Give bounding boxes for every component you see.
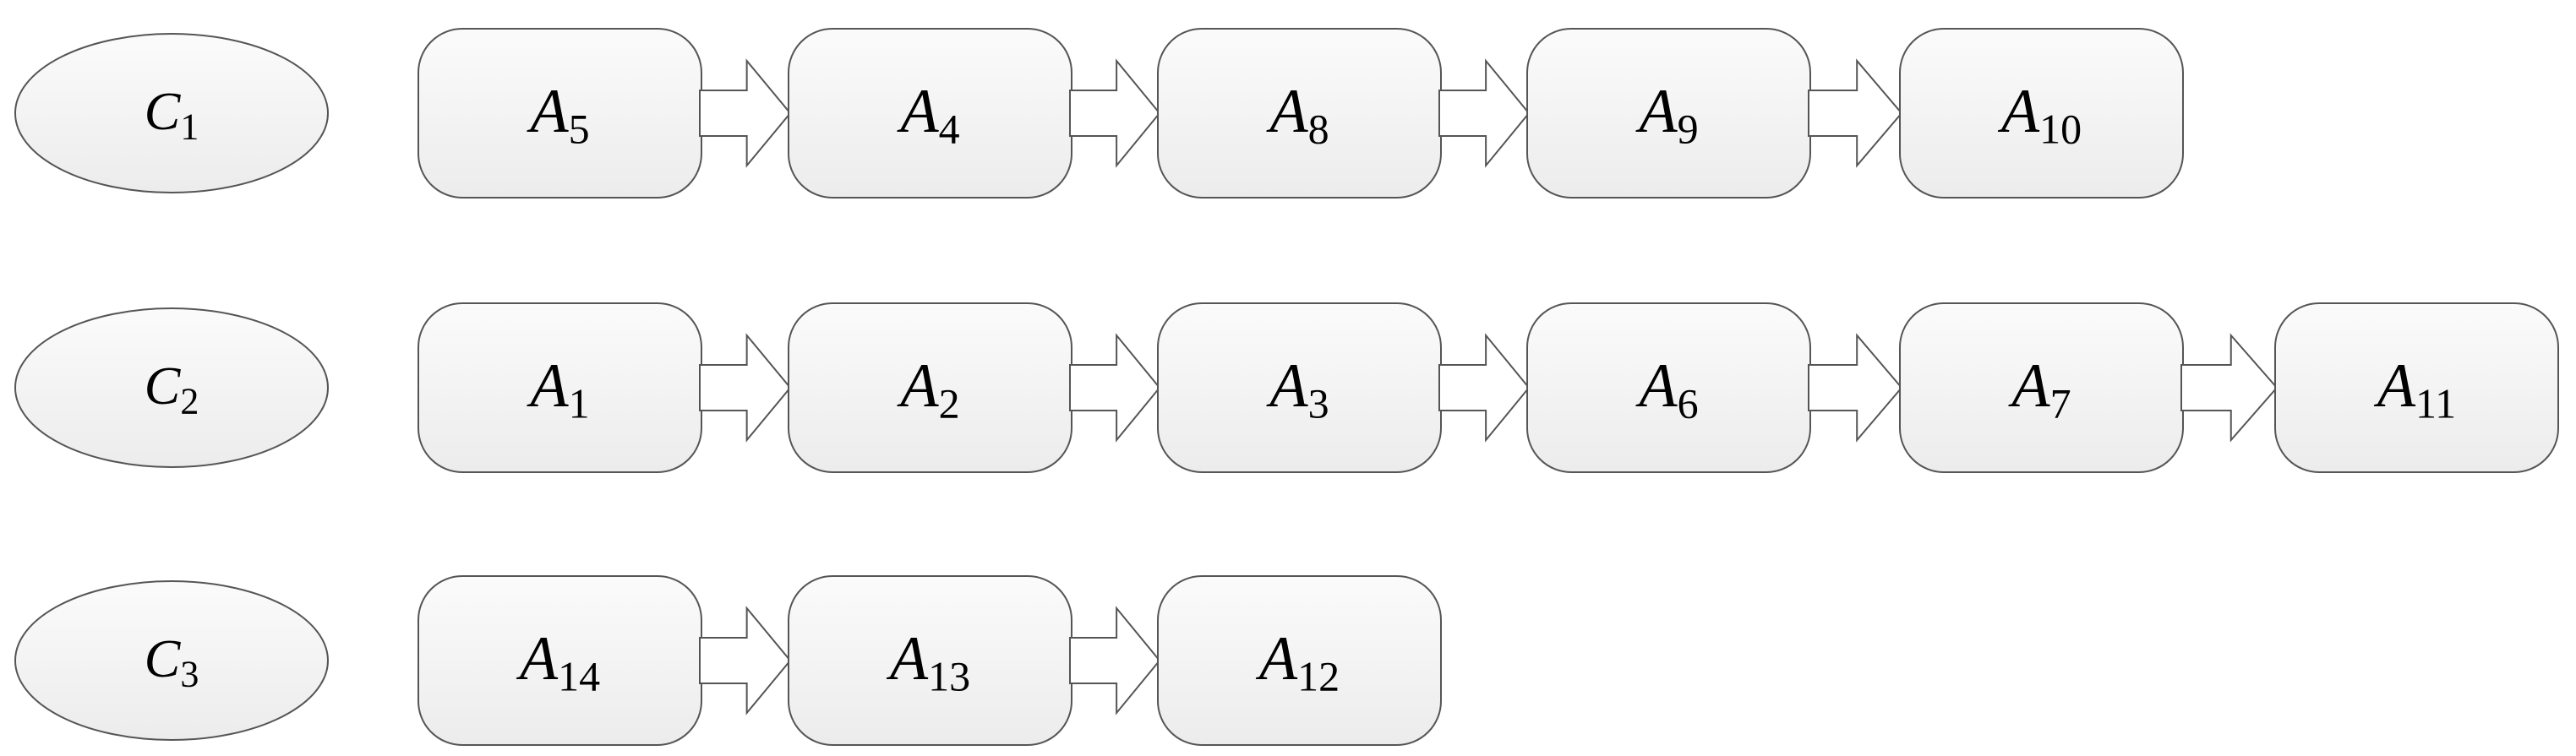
flow-arrow (1438, 333, 1531, 443)
step-label: A3 (1265, 351, 1329, 427)
step-label: A13 (886, 624, 970, 699)
step-label-letter: A (1265, 351, 1308, 421)
flow-arrow (699, 606, 792, 715)
step-box (1157, 575, 1442, 746)
flow-arrow (1438, 58, 1531, 168)
step-box (2274, 302, 2559, 473)
step-node: A12 (1157, 575, 1442, 746)
flow-arrow (1069, 606, 1161, 715)
step-node: A10 (1899, 28, 2184, 199)
category-label: C2 (145, 356, 199, 422)
step-label: A4 (896, 77, 959, 152)
category-label-letter: C (145, 356, 182, 416)
step-label: A11 (2373, 351, 2456, 427)
category-node: C2 (14, 307, 329, 468)
step-node: A11 (2274, 302, 2559, 473)
category-label-letter: C (145, 628, 182, 688)
step-label-letter: A (1635, 351, 1678, 421)
step-node: A14 (418, 575, 702, 746)
step-label-subscript: 14 (558, 653, 600, 700)
step-label: A6 (1635, 351, 1698, 427)
category-label: C3 (145, 628, 199, 695)
step-node: A4 (788, 28, 1072, 199)
step-node: A6 (1526, 302, 1811, 473)
category-ellipse (14, 580, 329, 741)
step-node: A2 (788, 302, 1072, 473)
category-ellipse (14, 307, 329, 468)
category-label: C1 (145, 81, 199, 148)
step-node: A7 (1899, 302, 2184, 473)
step-label-subscript: 13 (928, 653, 970, 700)
step-label-letter: A (2007, 351, 2050, 421)
category-label-subscript: 2 (180, 381, 199, 422)
step-node: A3 (1157, 302, 1442, 473)
flow-arrow (1808, 58, 1903, 168)
step-label-subscript: 8 (1308, 106, 1329, 153)
step-label: A7 (2007, 351, 2071, 427)
step-label-subscript: 7 (2050, 380, 2071, 427)
step-label-subscript: 10 (2039, 106, 2082, 153)
step-label-subscript: 4 (939, 106, 960, 153)
flow-arrow (1808, 333, 1903, 443)
step-label: A8 (1265, 77, 1329, 152)
step-label-subscript: 12 (1297, 653, 1340, 700)
step-label-subscript: 9 (1678, 106, 1699, 153)
step-label-letter: A (526, 77, 569, 146)
flow-arrow (1069, 58, 1161, 168)
flow-arrow (1069, 333, 1161, 443)
category-node: C3 (14, 580, 329, 741)
step-label-subscript: 1 (569, 380, 590, 427)
step-label-letter: A (896, 77, 939, 146)
step-label-letter: A (886, 624, 929, 693)
step-label-letter: A (526, 351, 569, 421)
step-label: A10 (1997, 77, 2082, 152)
step-label: A5 (526, 77, 589, 152)
step-label-letter: A (1635, 77, 1678, 146)
step-label-letter: A (1997, 77, 2040, 146)
step-node: A5 (418, 28, 702, 199)
step-label-letter: A (2373, 351, 2416, 421)
step-box (1899, 28, 2184, 199)
step-node: A13 (788, 575, 1072, 746)
step-label-letter: A (1265, 77, 1308, 146)
step-label: A1 (526, 351, 589, 427)
step-node: A8 (1157, 28, 1442, 199)
step-label-letter: A (1255, 624, 1298, 693)
step-label-letter: A (896, 351, 939, 421)
step-node: A1 (418, 302, 702, 473)
step-label-subscript: 11 (2415, 380, 2456, 427)
step-label: A2 (896, 351, 959, 427)
flow-arrow (2180, 333, 2279, 443)
step-label-subscript: 6 (1678, 380, 1699, 427)
step-label: A12 (1255, 624, 1340, 699)
category-label-subscript: 1 (180, 106, 199, 148)
category-label-letter: C (145, 81, 182, 141)
step-label-subscript: 2 (939, 380, 960, 427)
flow-arrow (699, 333, 792, 443)
category-node: C1 (14, 33, 329, 193)
flow-arrow (699, 58, 792, 168)
category-ellipse (14, 33, 329, 193)
category-label-subscript: 3 (180, 654, 199, 695)
step-label-letter: A (516, 624, 559, 693)
step-label-subscript: 3 (1308, 380, 1329, 427)
step-label-subscript: 5 (569, 106, 590, 153)
step-label: A9 (1635, 77, 1698, 152)
step-label: A14 (516, 624, 600, 699)
step-node: A9 (1526, 28, 1811, 199)
